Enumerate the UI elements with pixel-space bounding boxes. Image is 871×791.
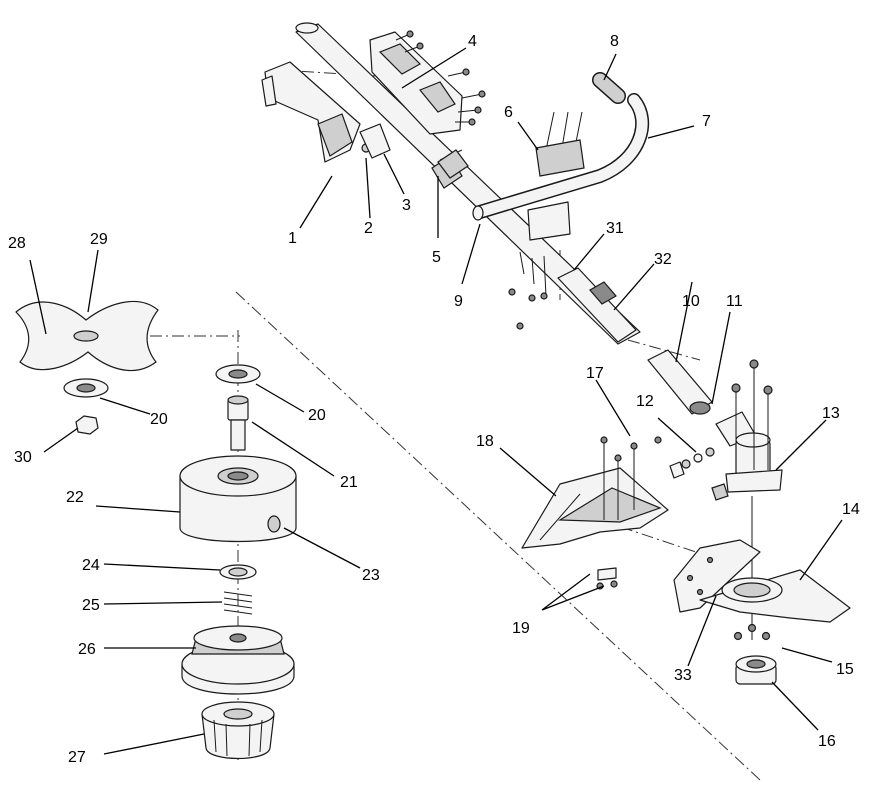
callout-4: 4 — [468, 33, 477, 50]
part-20-washer-right — [215, 364, 261, 384]
part-12-hardware — [669, 447, 715, 479]
part-4-upper-housing — [369, 31, 463, 135]
callout-11: 11 — [726, 293, 743, 310]
callout-24: 24 — [82, 557, 100, 574]
part-18-guard — [521, 467, 669, 549]
part-8-grip — [592, 72, 626, 104]
callout-6: 6 — [504, 104, 513, 121]
callout-9: 9 — [454, 293, 463, 310]
part-19-clips — [596, 567, 618, 590]
part-13-gear-head — [711, 359, 783, 640]
callout-13: 13 — [822, 405, 840, 422]
part-6-clamp-bolts — [508, 111, 585, 330]
callout-30: 30 — [14, 449, 32, 466]
callout-15: 15 — [836, 661, 854, 678]
callout-5: 5 — [432, 249, 441, 266]
callout-1: 1 — [288, 230, 297, 247]
part-17-screws — [600, 436, 662, 520]
callout-31: 31 — [606, 220, 624, 237]
part-22-housing — [179, 455, 297, 543]
part-21-adapter — [227, 395, 249, 451]
callout-20-left: 20 — [150, 411, 168, 428]
part-1-handle-housing — [261, 61, 361, 163]
callout-20-right: 20 — [308, 407, 326, 424]
callout-labels: 1 2 3 4 5 6 7 8 9 10 11 12 13 14 15 16 1… — [8, 33, 860, 766]
callout-14: 14 — [842, 501, 860, 518]
part-26-spool — [181, 625, 295, 695]
part-28-blade — [15, 300, 159, 372]
callout-10: 10 — [682, 293, 700, 310]
part-7-loop-handle — [472, 93, 650, 221]
callout-21: 21 — [340, 474, 358, 491]
callout-2: 2 — [364, 220, 373, 237]
part-23-bolt — [267, 515, 281, 533]
callout-17: 17 — [586, 365, 604, 382]
part-4-screws — [395, 30, 486, 126]
callout-29: 29 — [90, 231, 108, 248]
part-20-washer-left — [63, 378, 109, 398]
callout-7: 7 — [702, 113, 711, 130]
part-24-spline-washer — [219, 564, 257, 580]
callout-27: 27 — [68, 749, 86, 766]
part-30-nut — [75, 415, 99, 435]
part-3-bracket — [359, 123, 391, 159]
callout-3: 3 — [402, 197, 411, 214]
part-16-hub — [735, 655, 777, 685]
part-32-lower-shaft — [557, 267, 637, 343]
part-10-coupler — [647, 349, 713, 415]
part-27-bump-knob — [201, 701, 275, 760]
callout-16: 16 — [818, 733, 836, 750]
callout-18: 18 — [476, 433, 494, 450]
callout-22: 22 — [66, 489, 84, 506]
callout-33: 33 — [674, 667, 692, 684]
callout-32: 32 — [654, 251, 672, 268]
leader-lines — [29, 47, 843, 755]
part-15-screws — [733, 623, 771, 641]
callout-19: 19 — [512, 620, 530, 637]
part-25-spring — [223, 591, 253, 615]
callout-26: 26 — [78, 641, 96, 658]
callout-12: 12 — [636, 393, 654, 410]
part-33-shield — [673, 539, 761, 613]
callout-23: 23 — [362, 567, 380, 584]
callout-28: 28 — [8, 235, 26, 252]
part-5-collar — [437, 149, 469, 179]
callout-8: 8 — [610, 33, 619, 50]
part-14-deflector — [699, 569, 851, 623]
callout-25: 25 — [82, 597, 100, 614]
